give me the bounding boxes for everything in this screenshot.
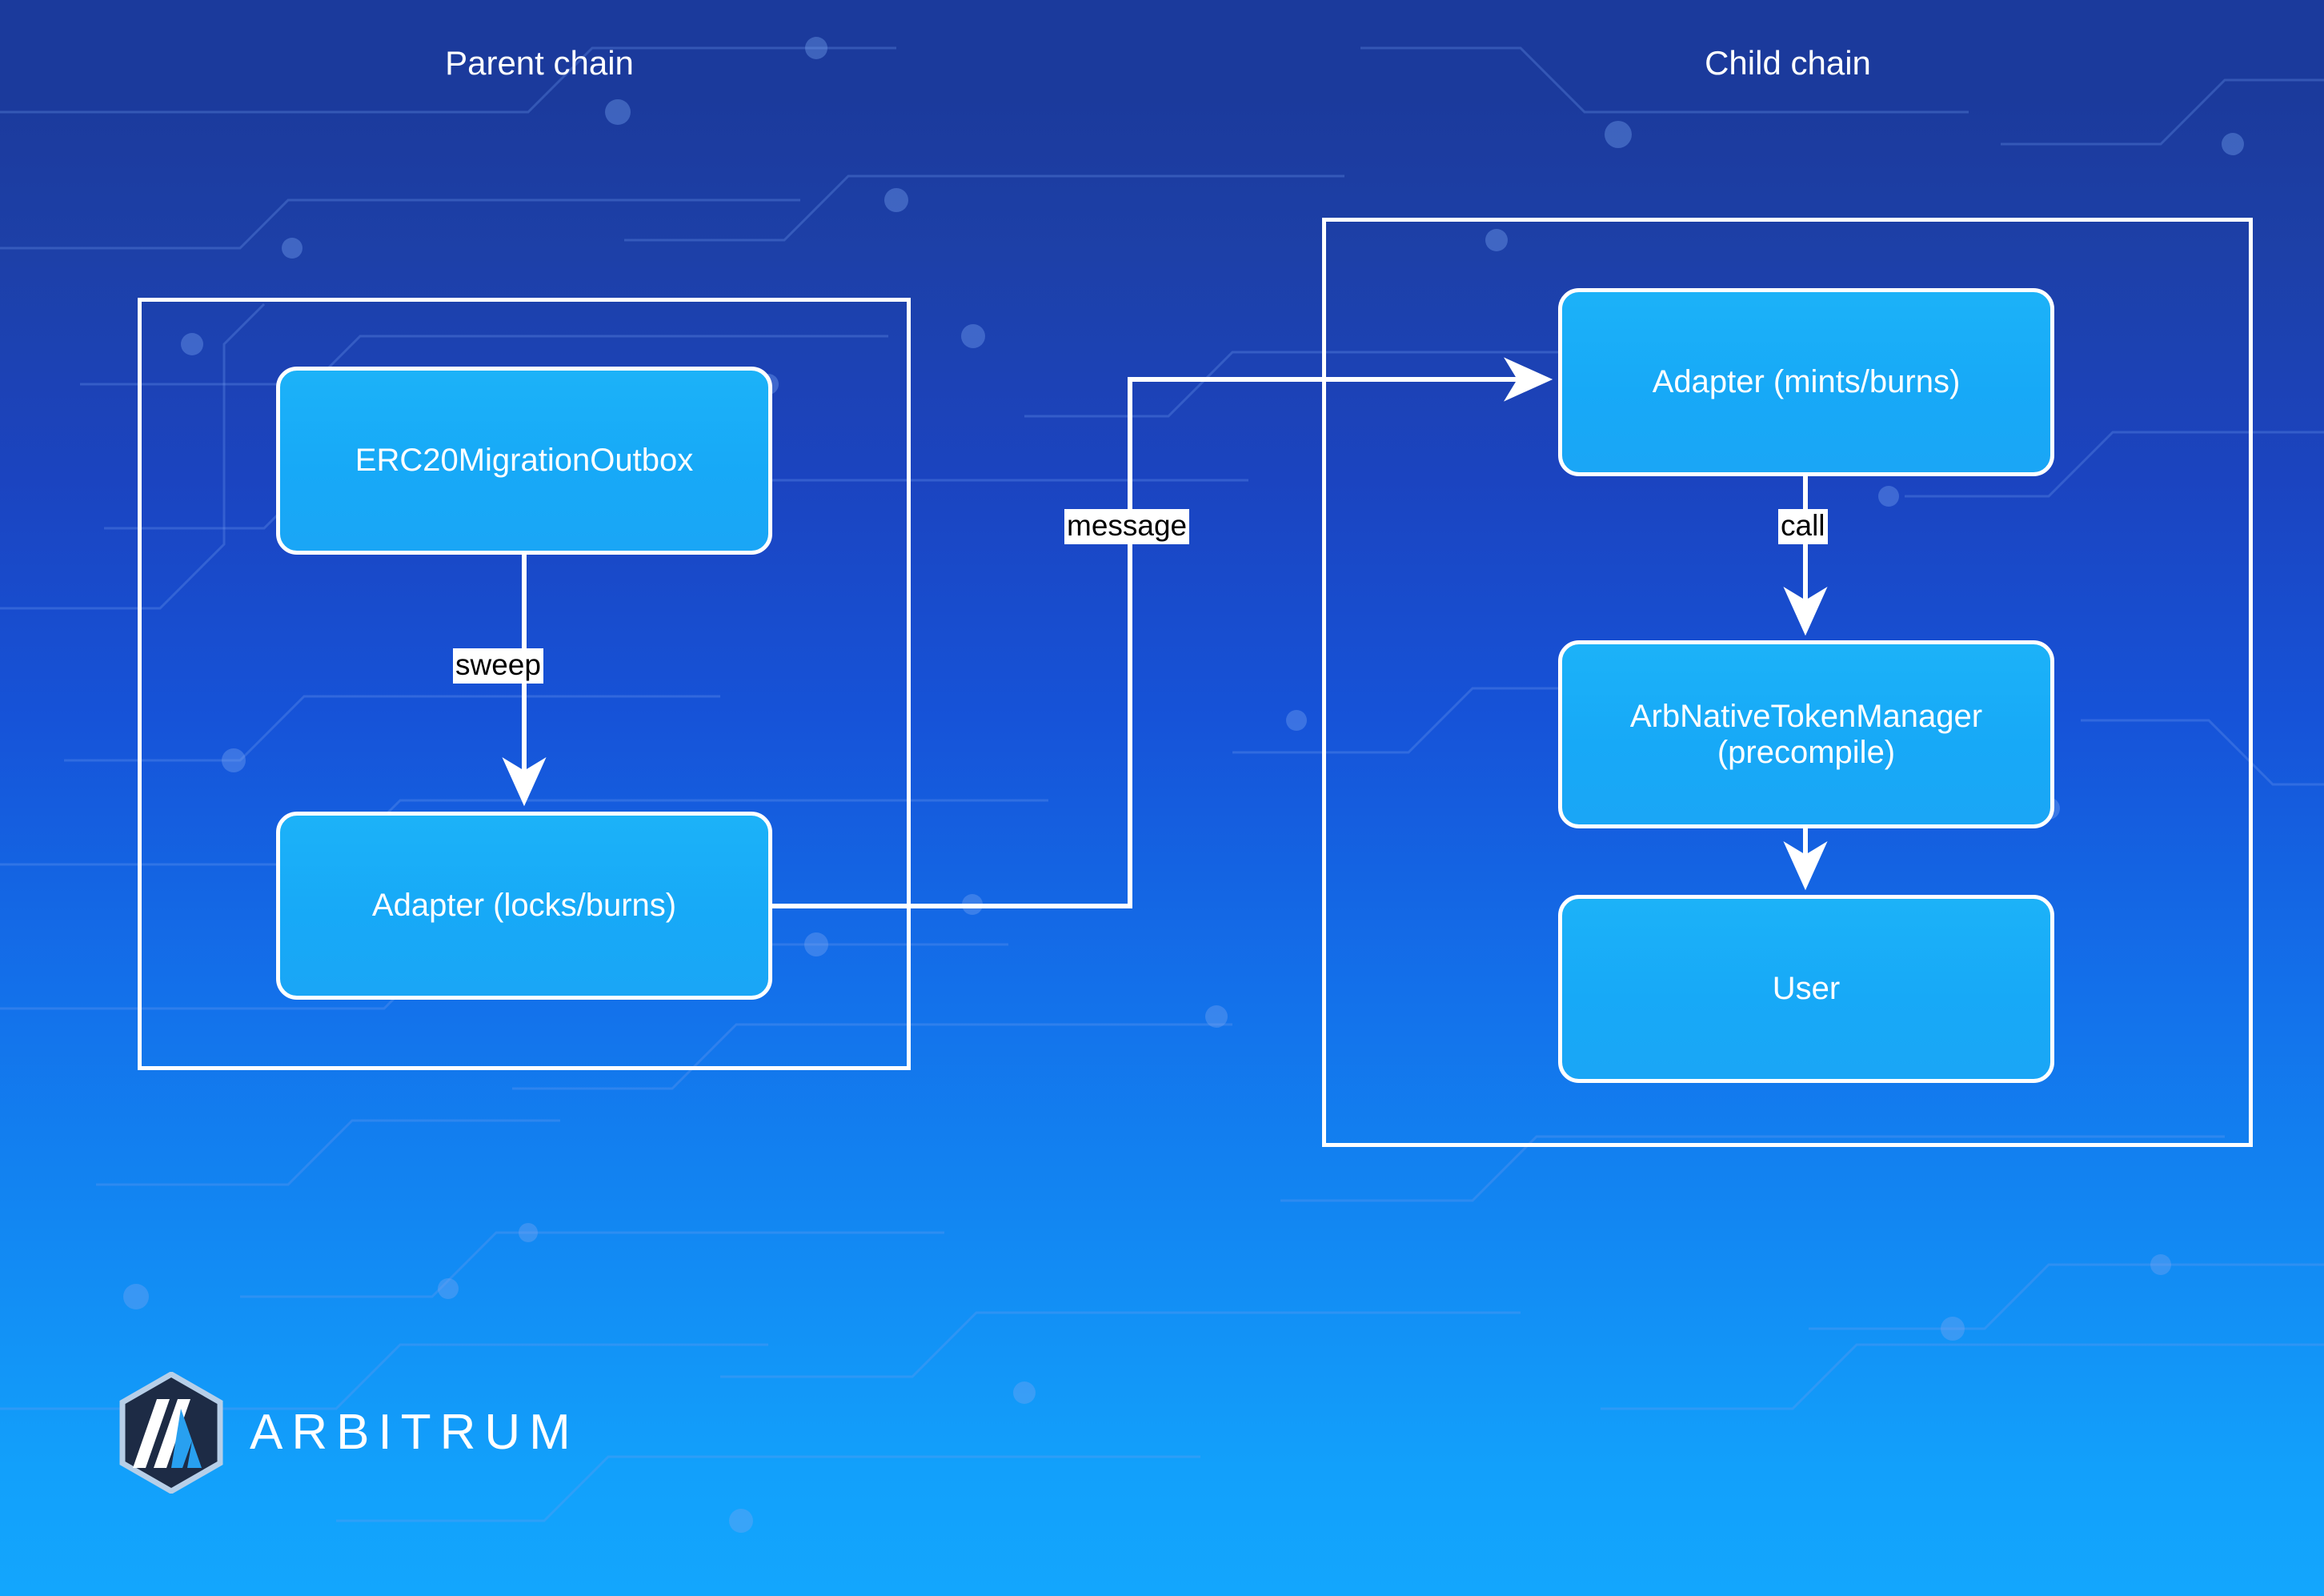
node-adapter-mints-burns[interactable]: Adapter (mints/burns) xyxy=(1558,288,2054,476)
node-label: Adapter (mints/burns) xyxy=(1652,364,1961,400)
edge-label-message: message xyxy=(1064,509,1190,544)
node-label: Adapter (locks/burns) xyxy=(371,888,677,924)
node-arb-native-token-manager[interactable]: ArbNativeTokenManager (precompile) xyxy=(1558,640,2054,828)
edge-label-call: call xyxy=(1778,509,1828,544)
arbitrum-logo-hexagon-icon xyxy=(119,1372,223,1494)
node-label: ERC20MigrationOutbox xyxy=(355,443,694,479)
node-label: ArbNativeTokenManager (precompile) xyxy=(1629,698,1983,770)
node-adapter-locks-burns[interactable]: Adapter (locks/burns) xyxy=(276,812,772,1000)
edge-label-sweep: sweep xyxy=(453,648,543,684)
arbitrum-brand-lockup: ARBITRUM xyxy=(118,1372,579,1494)
node-user[interactable]: User xyxy=(1558,895,2054,1083)
node-label: User xyxy=(1772,971,1841,1007)
node-erc20-migration-outbox[interactable]: ERC20MigrationOutbox xyxy=(276,367,772,555)
child-chain-title: Child chain xyxy=(1705,44,1871,82)
parent-chain-title: Parent chain xyxy=(445,44,634,82)
arbitrum-wordmark: ARBITRUM xyxy=(250,1405,579,1460)
